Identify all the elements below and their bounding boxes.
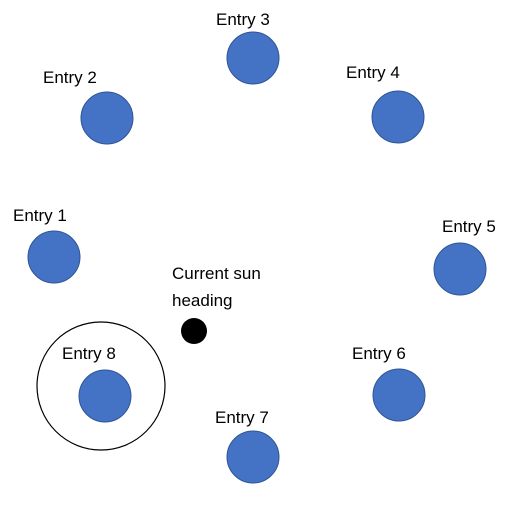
entry-8-label: Entry 8: [62, 344, 116, 363]
entry-1-marker[interactable]: [27, 230, 81, 284]
sun-heading-label-line2: heading: [172, 291, 233, 310]
entry-1-label: Entry 1: [13, 206, 67, 225]
entry-5-marker[interactable]: [433, 242, 487, 296]
entry-6-marker[interactable]: [372, 368, 426, 422]
sun-heading-dot: [181, 318, 207, 344]
entry-3-label: Entry 3: [216, 10, 270, 29]
entry-5-label: Entry 5: [442, 217, 496, 236]
entry-8-highlight-ring: [36, 321, 166, 451]
entry-6-label: Entry 6: [352, 344, 406, 363]
entry-2-label: Entry 2: [43, 68, 97, 87]
entry-4-label: Entry 4: [346, 63, 400, 82]
entry-7-marker[interactable]: [226, 430, 280, 484]
entry-3-marker[interactable]: [226, 31, 280, 85]
entry-8-marker[interactable]: [78, 369, 132, 423]
entry-4-marker[interactable]: [371, 90, 425, 144]
sun-heading-label-line1: Current sun: [172, 264, 261, 283]
entry-2-marker[interactable]: [80, 91, 134, 145]
entry-7-label: Entry 7: [215, 408, 269, 427]
